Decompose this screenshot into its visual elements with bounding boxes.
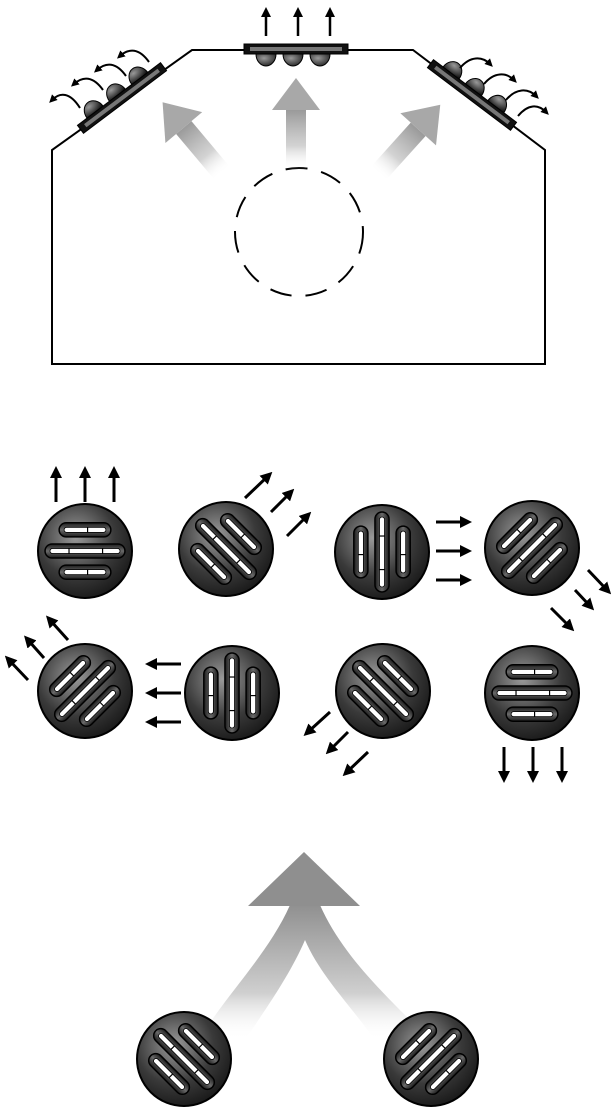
chamber-panel [52,12,546,364]
direction-arrow-icon [50,620,68,640]
bar [492,686,572,700]
direction-arrow-icon [287,516,307,536]
curved-arrow-icon [518,106,546,116]
disc-icon [485,646,579,740]
orientation-panel [9,472,607,777]
bar [225,653,239,733]
bar [59,523,111,537]
disc-icon [484,500,580,596]
direction-arrow-icon [9,660,28,680]
merge-arrow-icon [205,905,410,1040]
curved-arrow-icon [506,90,536,100]
combination-discs [136,1011,479,1107]
direction-arrow-icon [308,712,330,732]
disc-icon [335,505,429,599]
disc-icon [178,501,274,597]
curved-arrow-icon [74,79,103,90]
combination-panel [205,852,410,1040]
direction-arrow-icon [551,608,570,627]
direction-arrow-icon [588,570,607,590]
disc-icon [383,1011,479,1107]
bar [354,526,368,578]
bar [506,665,558,679]
curved-arrow-icon [52,95,80,108]
disc-icon [136,1011,232,1107]
curved-arrow-icon [97,65,126,76]
disc-icon [37,643,133,739]
merge-arrowhead [248,852,360,906]
bar [506,707,558,721]
curved-arrow-icon [120,51,149,62]
bar [375,512,389,592]
bar [396,526,410,578]
direction-arrow-icon [28,640,44,658]
curved-arrow-icon [460,58,490,68]
bar [246,667,260,719]
direction-arrow-icon [271,493,290,512]
direction-arrow-icon [245,476,268,498]
direction-arrow-icon [347,752,368,772]
disc-icon [185,646,279,740]
bar [59,565,111,579]
direction-arrow-icon [575,590,590,606]
bar [45,544,125,558]
bar [204,667,218,719]
curved-arrow-icon [484,74,514,84]
direction-arrow-icon [330,732,348,750]
disc-icon [335,643,431,739]
disc-icon [38,504,132,598]
